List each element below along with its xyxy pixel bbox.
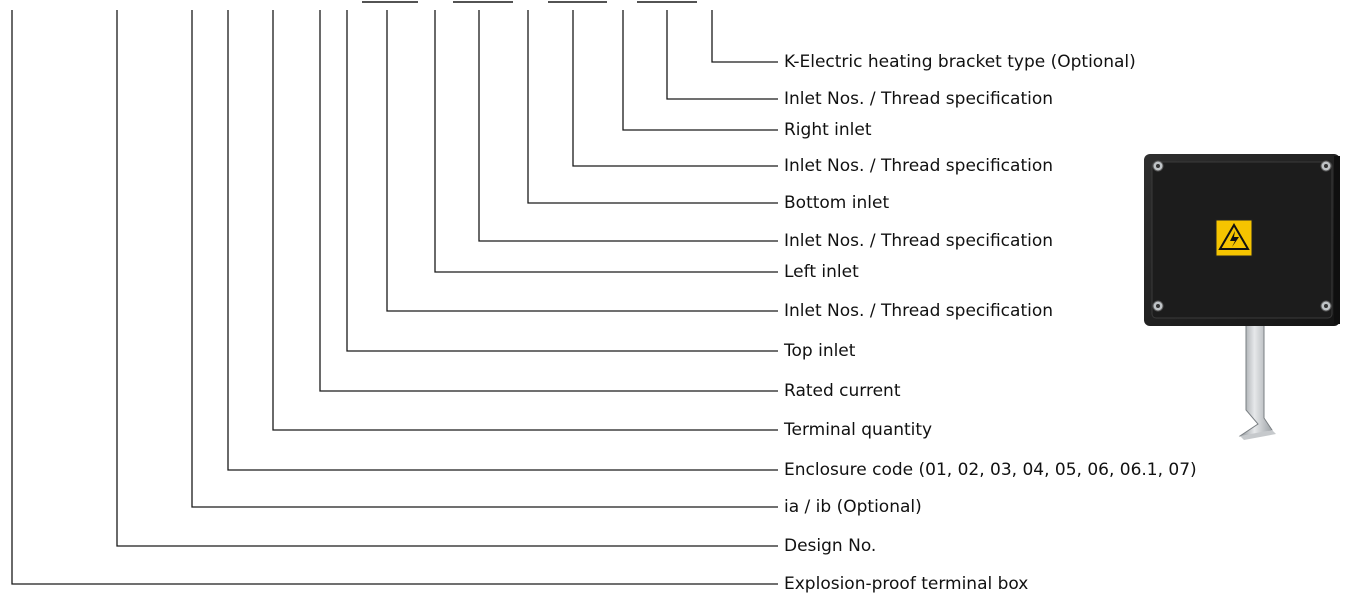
code-label: Rated current bbox=[784, 381, 901, 401]
leader-line bbox=[387, 10, 778, 311]
code-label: Inlet Nos. / Thread specification bbox=[784, 231, 1053, 251]
code-label: Right inlet bbox=[784, 120, 872, 140]
junction-box-with-bracket-icon bbox=[1140, 148, 1345, 448]
leader-line bbox=[667, 10, 778, 99]
code-label: K-Electric heating bracket type (Optiona… bbox=[784, 52, 1136, 72]
code-label: Explosion-proof terminal box bbox=[784, 574, 1028, 594]
leader-lines bbox=[12, 10, 778, 584]
leader-line bbox=[623, 10, 778, 130]
code-label: Inlet Nos. / Thread specification bbox=[784, 156, 1053, 176]
code-label: Terminal quantity bbox=[784, 420, 932, 440]
code-label: Enclosure code (01, 02, 03, 04, 05, 06, … bbox=[784, 460, 1197, 480]
leader-line bbox=[528, 10, 778, 203]
code-label: ia / ib (Optional) bbox=[784, 497, 922, 517]
code-label: Top inlet bbox=[784, 341, 855, 361]
leader-line bbox=[192, 10, 778, 507]
code-label: Left inlet bbox=[784, 262, 859, 282]
code-label: Inlet Nos. / Thread specification bbox=[784, 89, 1053, 109]
leader-line bbox=[712, 10, 778, 62]
code-label: Inlet Nos. / Thread specification bbox=[784, 301, 1053, 321]
leader-line bbox=[12, 10, 778, 584]
leader-line bbox=[320, 10, 778, 391]
leader-line bbox=[117, 10, 778, 546]
leader-line bbox=[435, 10, 778, 272]
code-label: Bottom inlet bbox=[784, 193, 889, 213]
leader-line bbox=[228, 10, 778, 470]
leader-line bbox=[573, 10, 778, 166]
code-label: Design No. bbox=[784, 536, 876, 556]
leader-line bbox=[479, 10, 778, 241]
leader-line bbox=[347, 10, 778, 351]
high-voltage-warning-icon bbox=[1216, 220, 1252, 256]
leader-line bbox=[273, 10, 778, 430]
